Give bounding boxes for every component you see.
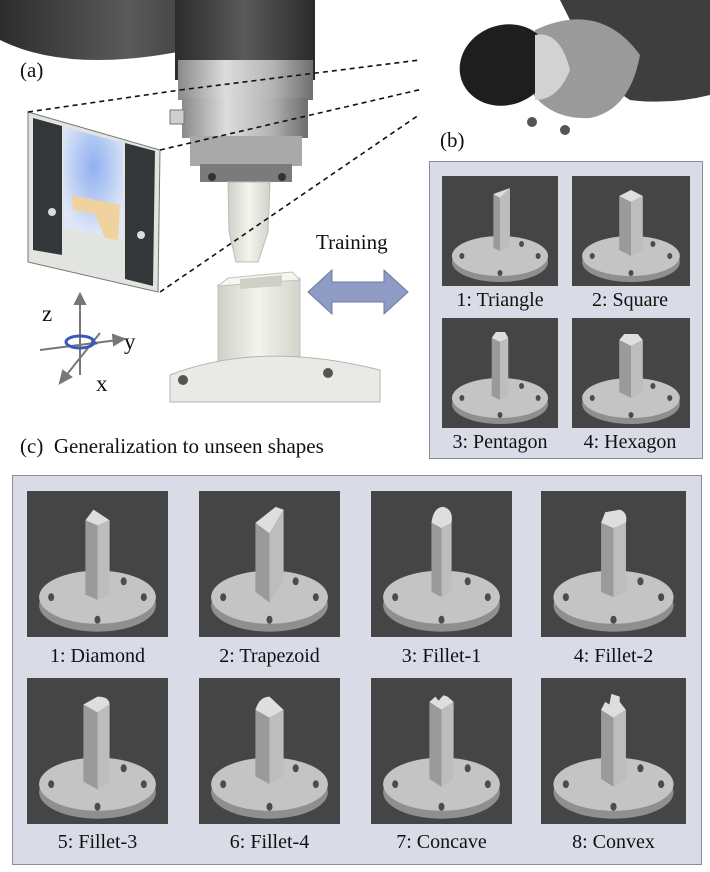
training-shape-label: 1: Triangle [456, 289, 544, 311]
training-shape-label: 3: Pentagon [452, 431, 548, 453]
label-c-letter: (c) [20, 434, 44, 458]
unseen-shape-label: 5: Fillet-3 [57, 831, 138, 853]
tactile-sensor-photo [440, 0, 710, 140]
training-shape-hexagon [572, 318, 690, 428]
axis-z-label: z [42, 301, 53, 326]
training-shape-square [572, 176, 690, 286]
training-shape-triangle [442, 176, 558, 286]
generalization-title: Generalization to unseen shapes [53, 434, 324, 458]
unseen-shape-label: 1: Diamond [50, 645, 145, 667]
label-a: (a) [20, 58, 44, 82]
label-c: (c) Generalization to unseen shapes [20, 436, 324, 457]
unseen-shape-fillet-3 [27, 678, 168, 824]
double-arrow-icon [306, 266, 410, 318]
label-b: (b) [440, 128, 465, 152]
training-shape-label: 2: Square [591, 289, 669, 311]
unseen-shape-diamond [27, 491, 168, 637]
axis-y-label: y [124, 329, 136, 354]
unseen-shape-fillet-1 [371, 491, 512, 637]
unseen-shape-fillet-2 [541, 491, 686, 637]
axis-x-label: x [96, 371, 108, 396]
training-shape-pentagon [442, 318, 558, 428]
unseen-shape-label: 4: Fillet-2 [573, 645, 654, 667]
robot-photo [0, 0, 471, 410]
unseen-shape-fillet-4 [199, 678, 340, 824]
unseen-shape-label: 6: Fillet-4 [229, 831, 310, 853]
unseen-shape-convex [541, 678, 686, 824]
training-label: Training [316, 230, 388, 254]
unseen-shape-label: 8: Convex [572, 831, 655, 853]
unseen-shape-label: 3: Fillet-1 [401, 645, 482, 667]
unseen-shape-label: 2: Trapezoid [219, 645, 320, 667]
training-shape-label: 4: Hexagon [583, 431, 677, 453]
unseen-shape-trapezoid [199, 491, 340, 637]
unseen-shape-label: 7: Concave [396, 831, 487, 853]
unseen-shape-concave [371, 678, 512, 824]
